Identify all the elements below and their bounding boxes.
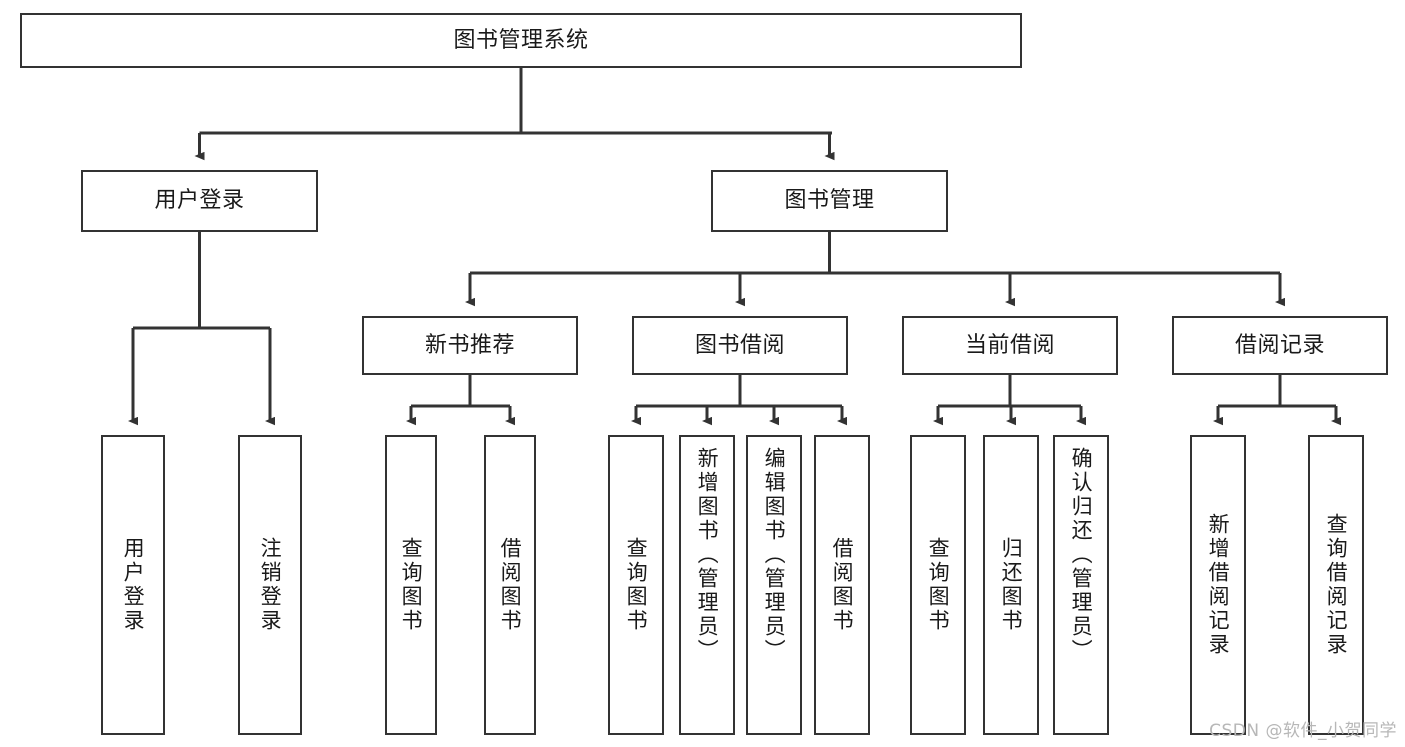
leaf-lend-book-label: 借阅图书 [830, 537, 855, 633]
node-root-label: 图书管理系统 [453, 27, 589, 53]
leaf-add-borrow-record-label: 新增借阅记录 [1206, 513, 1231, 657]
leaf-user-logout[interactable]: 注销登录 [238, 435, 302, 735]
node-book-management[interactable]: 图书管理 [711, 170, 948, 232]
leaf-borrow-book-recommend-label: 借阅图书 [498, 537, 523, 633]
node-borrow-record-label: 借阅记录 [1234, 332, 1325, 358]
leaf-return-book[interactable]: 归还图书 [983, 435, 1039, 735]
leaf-add-book-admin-label: 新增图书（管理员） [695, 447, 720, 663]
leaf-add-book-admin[interactable]: 新增图书（管理员） [679, 435, 735, 735]
node-book-borrow[interactable]: 图书借阅 [632, 316, 848, 375]
leaf-confirm-return-admin[interactable]: 确认归还（管理员） [1053, 435, 1109, 735]
leaf-return-book-label: 归还图书 [999, 537, 1024, 633]
node-new-book-recommend-label: 新书推荐 [424, 332, 515, 358]
leaf-edit-book-admin-label: 编辑图书（管理员） [762, 447, 787, 663]
watermark: CSDN @软件_小贺同学 [1209, 721, 1397, 741]
leaf-query-borrow-record[interactable]: 查询借阅记录 [1308, 435, 1364, 735]
leaf-user-logout-label: 注销登录 [258, 537, 283, 633]
leaf-add-borrow-record[interactable]: 新增借阅记录 [1190, 435, 1246, 735]
leaf-confirm-return-admin-label: 确认归还（管理员） [1069, 447, 1094, 663]
leaf-user-login[interactable]: 用户登录 [101, 435, 165, 735]
leaf-query-book-borrow[interactable]: 查询图书 [608, 435, 664, 735]
leaf-query-book-recommend[interactable]: 查询图书 [385, 435, 437, 735]
node-book-management-label: 图书管理 [784, 188, 875, 214]
node-user-login[interactable]: 用户登录 [81, 170, 318, 232]
node-root[interactable]: 图书管理系统 [20, 13, 1022, 68]
node-current-borrow-label: 当前借阅 [964, 332, 1055, 358]
leaf-query-book-borrow-label: 查询图书 [624, 537, 649, 633]
node-new-book-recommend[interactable]: 新书推荐 [362, 316, 578, 375]
node-current-borrow[interactable]: 当前借阅 [902, 316, 1118, 375]
leaf-query-book-current[interactable]: 查询图书 [910, 435, 966, 735]
leaf-query-book-recommend-label: 查询图书 [399, 537, 424, 633]
leaf-query-borrow-record-label: 查询借阅记录 [1324, 513, 1349, 657]
leaf-user-login-label: 用户登录 [121, 537, 146, 633]
leaf-lend-book[interactable]: 借阅图书 [814, 435, 870, 735]
leaf-query-book-current-label: 查询图书 [926, 537, 951, 633]
node-user-login-label: 用户登录 [154, 188, 245, 214]
node-book-borrow-label: 图书借阅 [694, 332, 785, 358]
leaf-edit-book-admin[interactable]: 编辑图书（管理员） [746, 435, 802, 735]
leaf-borrow-book-recommend[interactable]: 借阅图书 [484, 435, 536, 735]
node-borrow-record[interactable]: 借阅记录 [1172, 316, 1388, 375]
